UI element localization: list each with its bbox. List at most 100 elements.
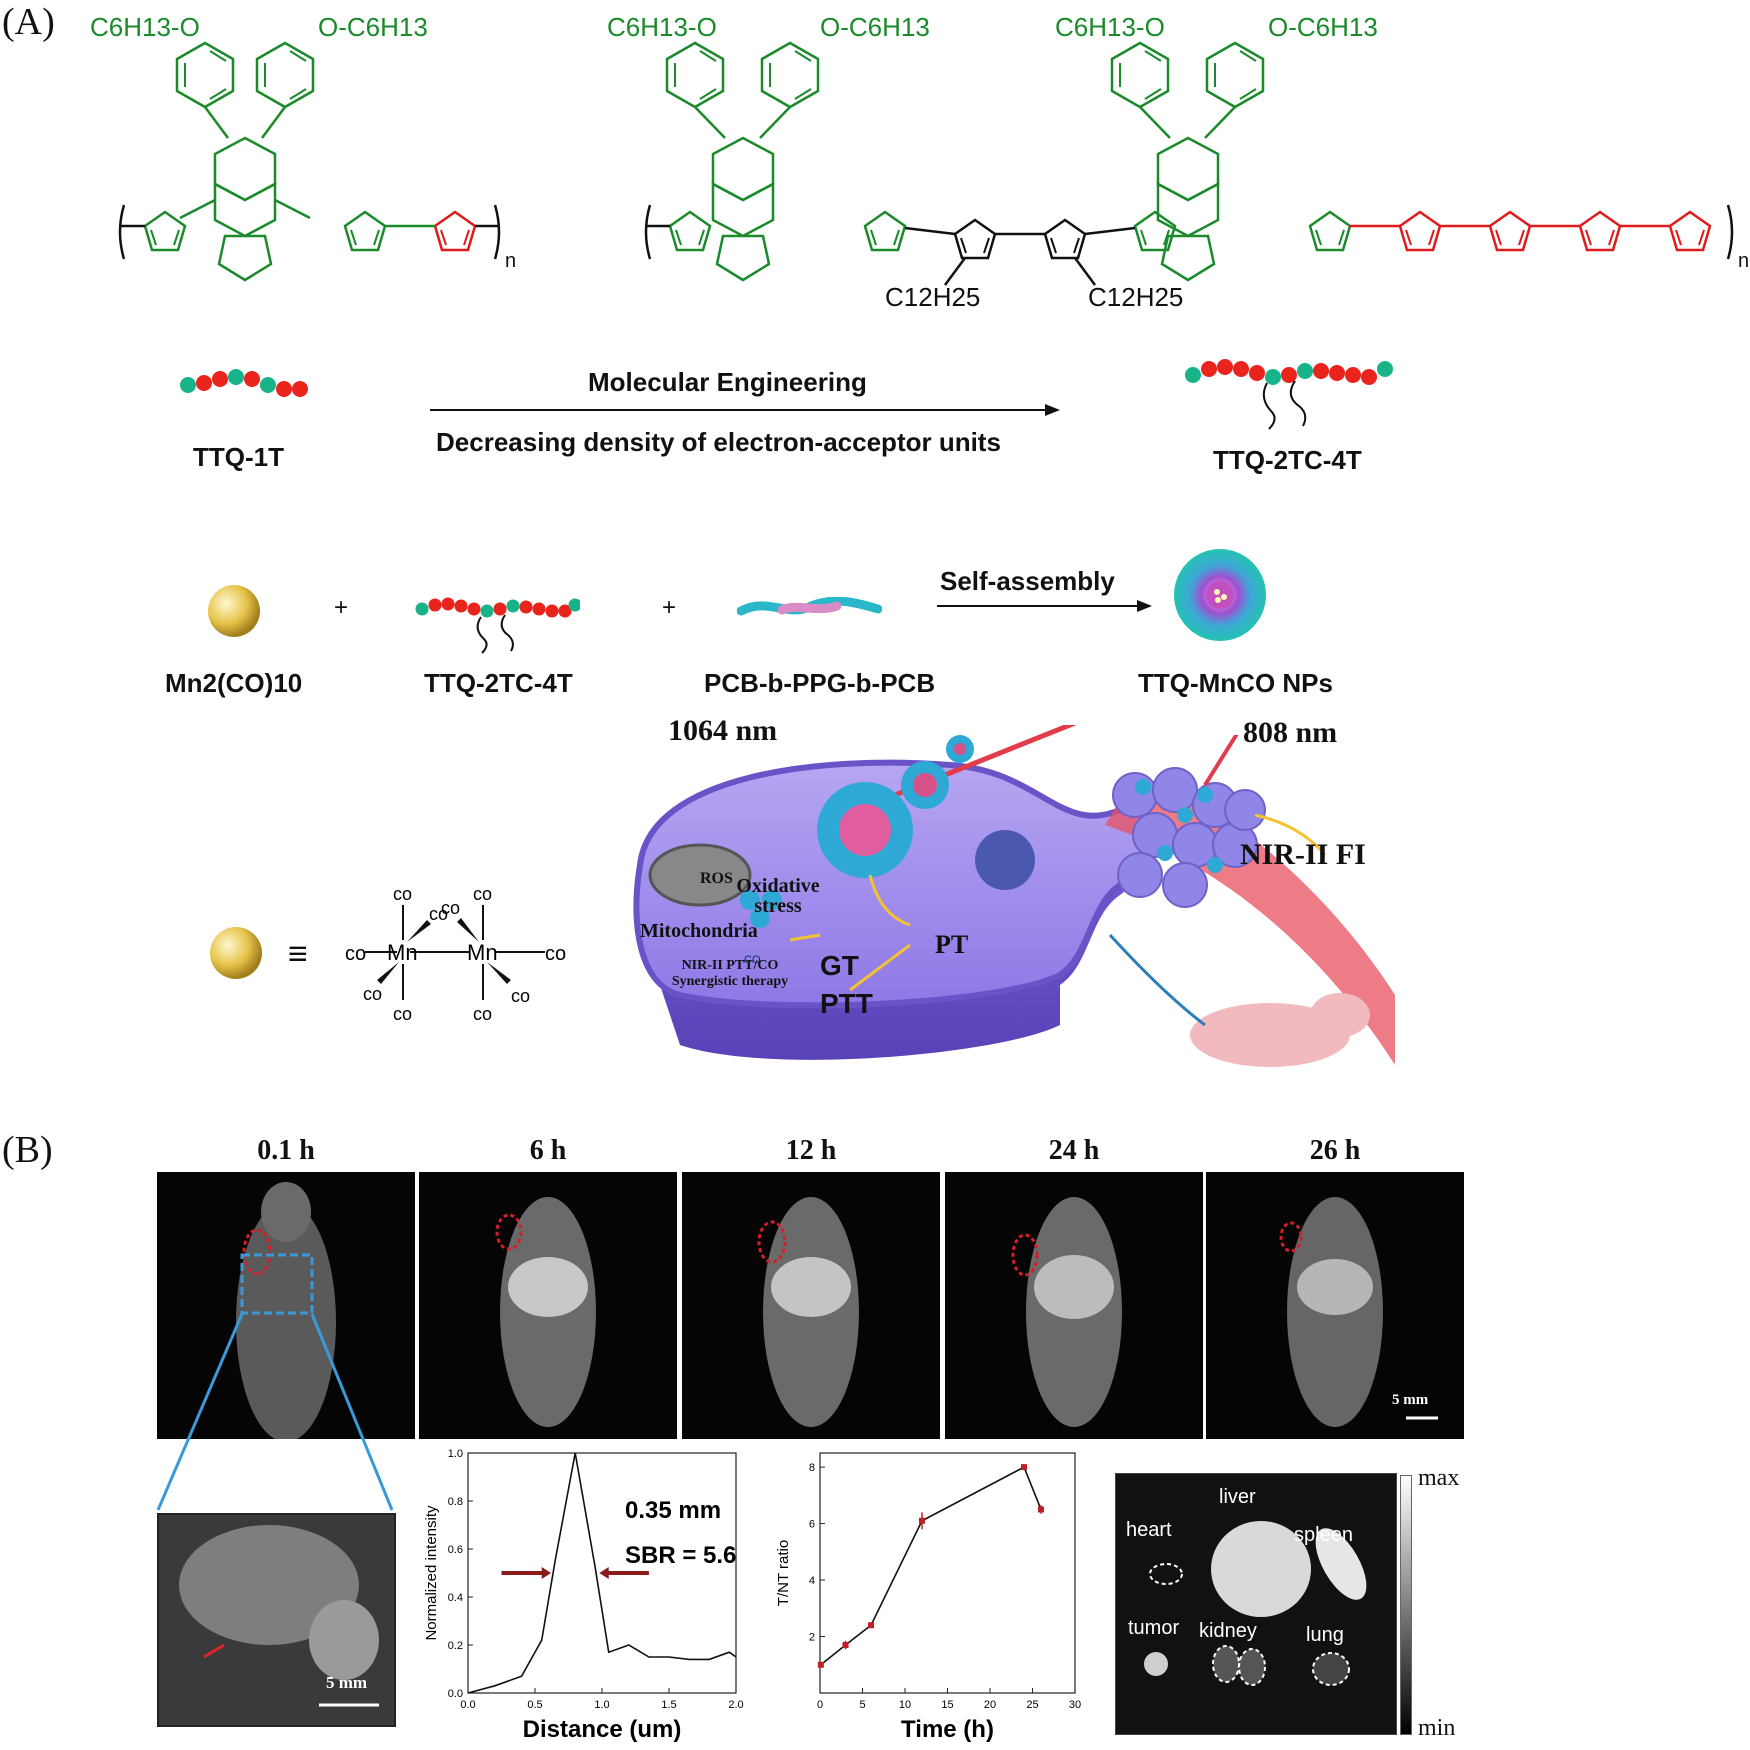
zoom-scale-label: 5 mm [326, 1673, 368, 1692]
oxidative-label: Oxidative stress [736, 875, 820, 917]
polymer2-beads-small [415, 597, 580, 654]
svg-text:co: co [429, 904, 448, 924]
svg-text:co: co [441, 898, 460, 918]
data-point [1021, 1464, 1027, 1471]
plus-sign: + [334, 594, 349, 621]
time-label: 6 h [529, 1135, 567, 1166]
organ-heart-label: heart [1126, 1519, 1172, 1541]
data-point [868, 1622, 874, 1629]
tumor-illustration [1105, 735, 1395, 1067]
svg-text:Mn: Mn [387, 940, 418, 965]
equivalence-sign: ≡ [288, 935, 308, 973]
mn2co10-structure: Mn Mn co co co co co co co co co co [345, 884, 566, 1024]
svg-text:co: co [345, 943, 366, 965]
x-tick-label: 1.0 [594, 1699, 609, 1711]
alkyl-label: C12H25 [885, 282, 981, 312]
arrow-right-head [599, 1567, 609, 1579]
ttq-label: TTQ-2TC-4T [424, 668, 573, 698]
x-tick-label: 5 [859, 1699, 865, 1711]
svg-text:co: co [545, 943, 566, 965]
time-label: 0.1 h [257, 1135, 315, 1166]
time-label: 12 h [785, 1135, 837, 1166]
np-label: TTQ-MnCO NPs [1138, 668, 1333, 698]
self-assembly-arrow [937, 600, 1152, 612]
y-tick-label: 0.0 [448, 1688, 463, 1700]
organ-lung-label: lung [1306, 1624, 1344, 1646]
x-tick-label: 1.5 [661, 1699, 676, 1711]
gt-label: GT [820, 950, 859, 981]
cell-illustration [633, 725, 1153, 1060]
polymer2-beads [1185, 359, 1393, 430]
mouse-image: 5 mm [1206, 1172, 1464, 1439]
ex-vivo-organ-image: heart liver spleen tumor kidney lung [1115, 1473, 1397, 1735]
x-axis-label: Distance (um) [523, 1716, 682, 1743]
mitochondria-label: Mitochondria [640, 920, 758, 942]
plus-sign: + [662, 594, 677, 621]
time-label: 26 h [1309, 1135, 1361, 1166]
molecular-engineering-label: Molecular Engineering [588, 367, 867, 397]
y-tick-label: 2 [809, 1632, 815, 1644]
svg-text:co: co [363, 984, 382, 1004]
polymer1-structure [118, 41, 501, 282]
polymer2-structure [644, 41, 1734, 286]
colorbar-max-label: max [1418, 1465, 1460, 1491]
mouse-image [419, 1172, 677, 1439]
y-tick-label: 6 [809, 1519, 815, 1531]
x-tick-label: 2.0 [728, 1699, 743, 1711]
panel-a-label: (A) [2, 1, 55, 43]
panel-b-label: (B) [2, 1129, 53, 1171]
scale-bar-label: 5 mm [1392, 1392, 1429, 1408]
data-point [1038, 1506, 1044, 1513]
colorbar-min-label: min [1418, 1715, 1456, 1741]
block-label: PCB-b-PPG-b-PCB [704, 668, 936, 698]
laser-808-label: 808 nm [1243, 716, 1338, 749]
data-line [467, 1452, 737, 1694]
x-tick-label: 15 [941, 1699, 953, 1711]
arrow-left-head [541, 1567, 552, 1579]
y-tick-label: 4 [809, 1575, 815, 1587]
organ-tumor-label: tumor [1128, 1617, 1180, 1639]
x-tick-label: 30 [1069, 1699, 1081, 1711]
polymer1-label: TTQ-1T [193, 442, 284, 472]
y-tick-label: 8 [809, 1462, 815, 1474]
zoom-lines [156, 1313, 394, 1511]
repeat-n: n [505, 250, 517, 272]
substituent-label: C6H13-O [90, 12, 200, 42]
y-tick-label: 0.4 [448, 1592, 463, 1604]
alkyl-label: C12H25 [1088, 282, 1184, 312]
substituent-label: O-C6H13 [820, 12, 930, 42]
self-assembly-label: Self-assembly [940, 566, 1115, 596]
time-label: 24 h [1048, 1135, 1100, 1166]
x-tick-label: 0.0 [460, 1699, 475, 1711]
svg-text:co: co [511, 986, 530, 1006]
y-tick-label: 0.6 [448, 1544, 463, 1556]
co-label: CO [744, 954, 761, 966]
svg-text:co: co [393, 1004, 412, 1024]
x-tick-label: 0 [817, 1699, 823, 1711]
polymer-structures [118, 41, 1734, 286]
decreasing-density-label: Decreasing density of electron-acceptor … [436, 427, 1001, 457]
substituent-label: C6H13-O [1055, 12, 1165, 42]
organ-liver-label: liver [1219, 1486, 1256, 1508]
x-axis-label: Time (h) [901, 1716, 994, 1743]
y-tick-label: 0.8 [448, 1496, 463, 1508]
data-line [820, 1465, 1042, 1666]
colorbar [1400, 1475, 1412, 1735]
y-tick-label: 1.0 [448, 1448, 463, 1460]
svg-text:Mn: Mn [467, 940, 498, 965]
ros-label: ROS [700, 870, 733, 887]
mn-sphere [210, 927, 262, 979]
mn-label: Mn2(CO)10 [165, 668, 303, 698]
data-point [817, 1661, 824, 1668]
organ-spleen-label: spleen [1294, 1524, 1353, 1546]
substituent-label: O-C6H13 [318, 12, 428, 42]
synergy-label: NIR-II PTT/CO Synergistic therapy [671, 958, 789, 989]
plot-frame [819, 1452, 1076, 1694]
substituent-label: O-C6H13 [1268, 12, 1378, 42]
y-tick-label: 0.2 [448, 1640, 463, 1652]
x-tick-label: 20 [984, 1699, 996, 1711]
nir-fi-label: NIR-II FI [1240, 838, 1366, 871]
laser-1064-label: 1064 nm [668, 714, 778, 747]
